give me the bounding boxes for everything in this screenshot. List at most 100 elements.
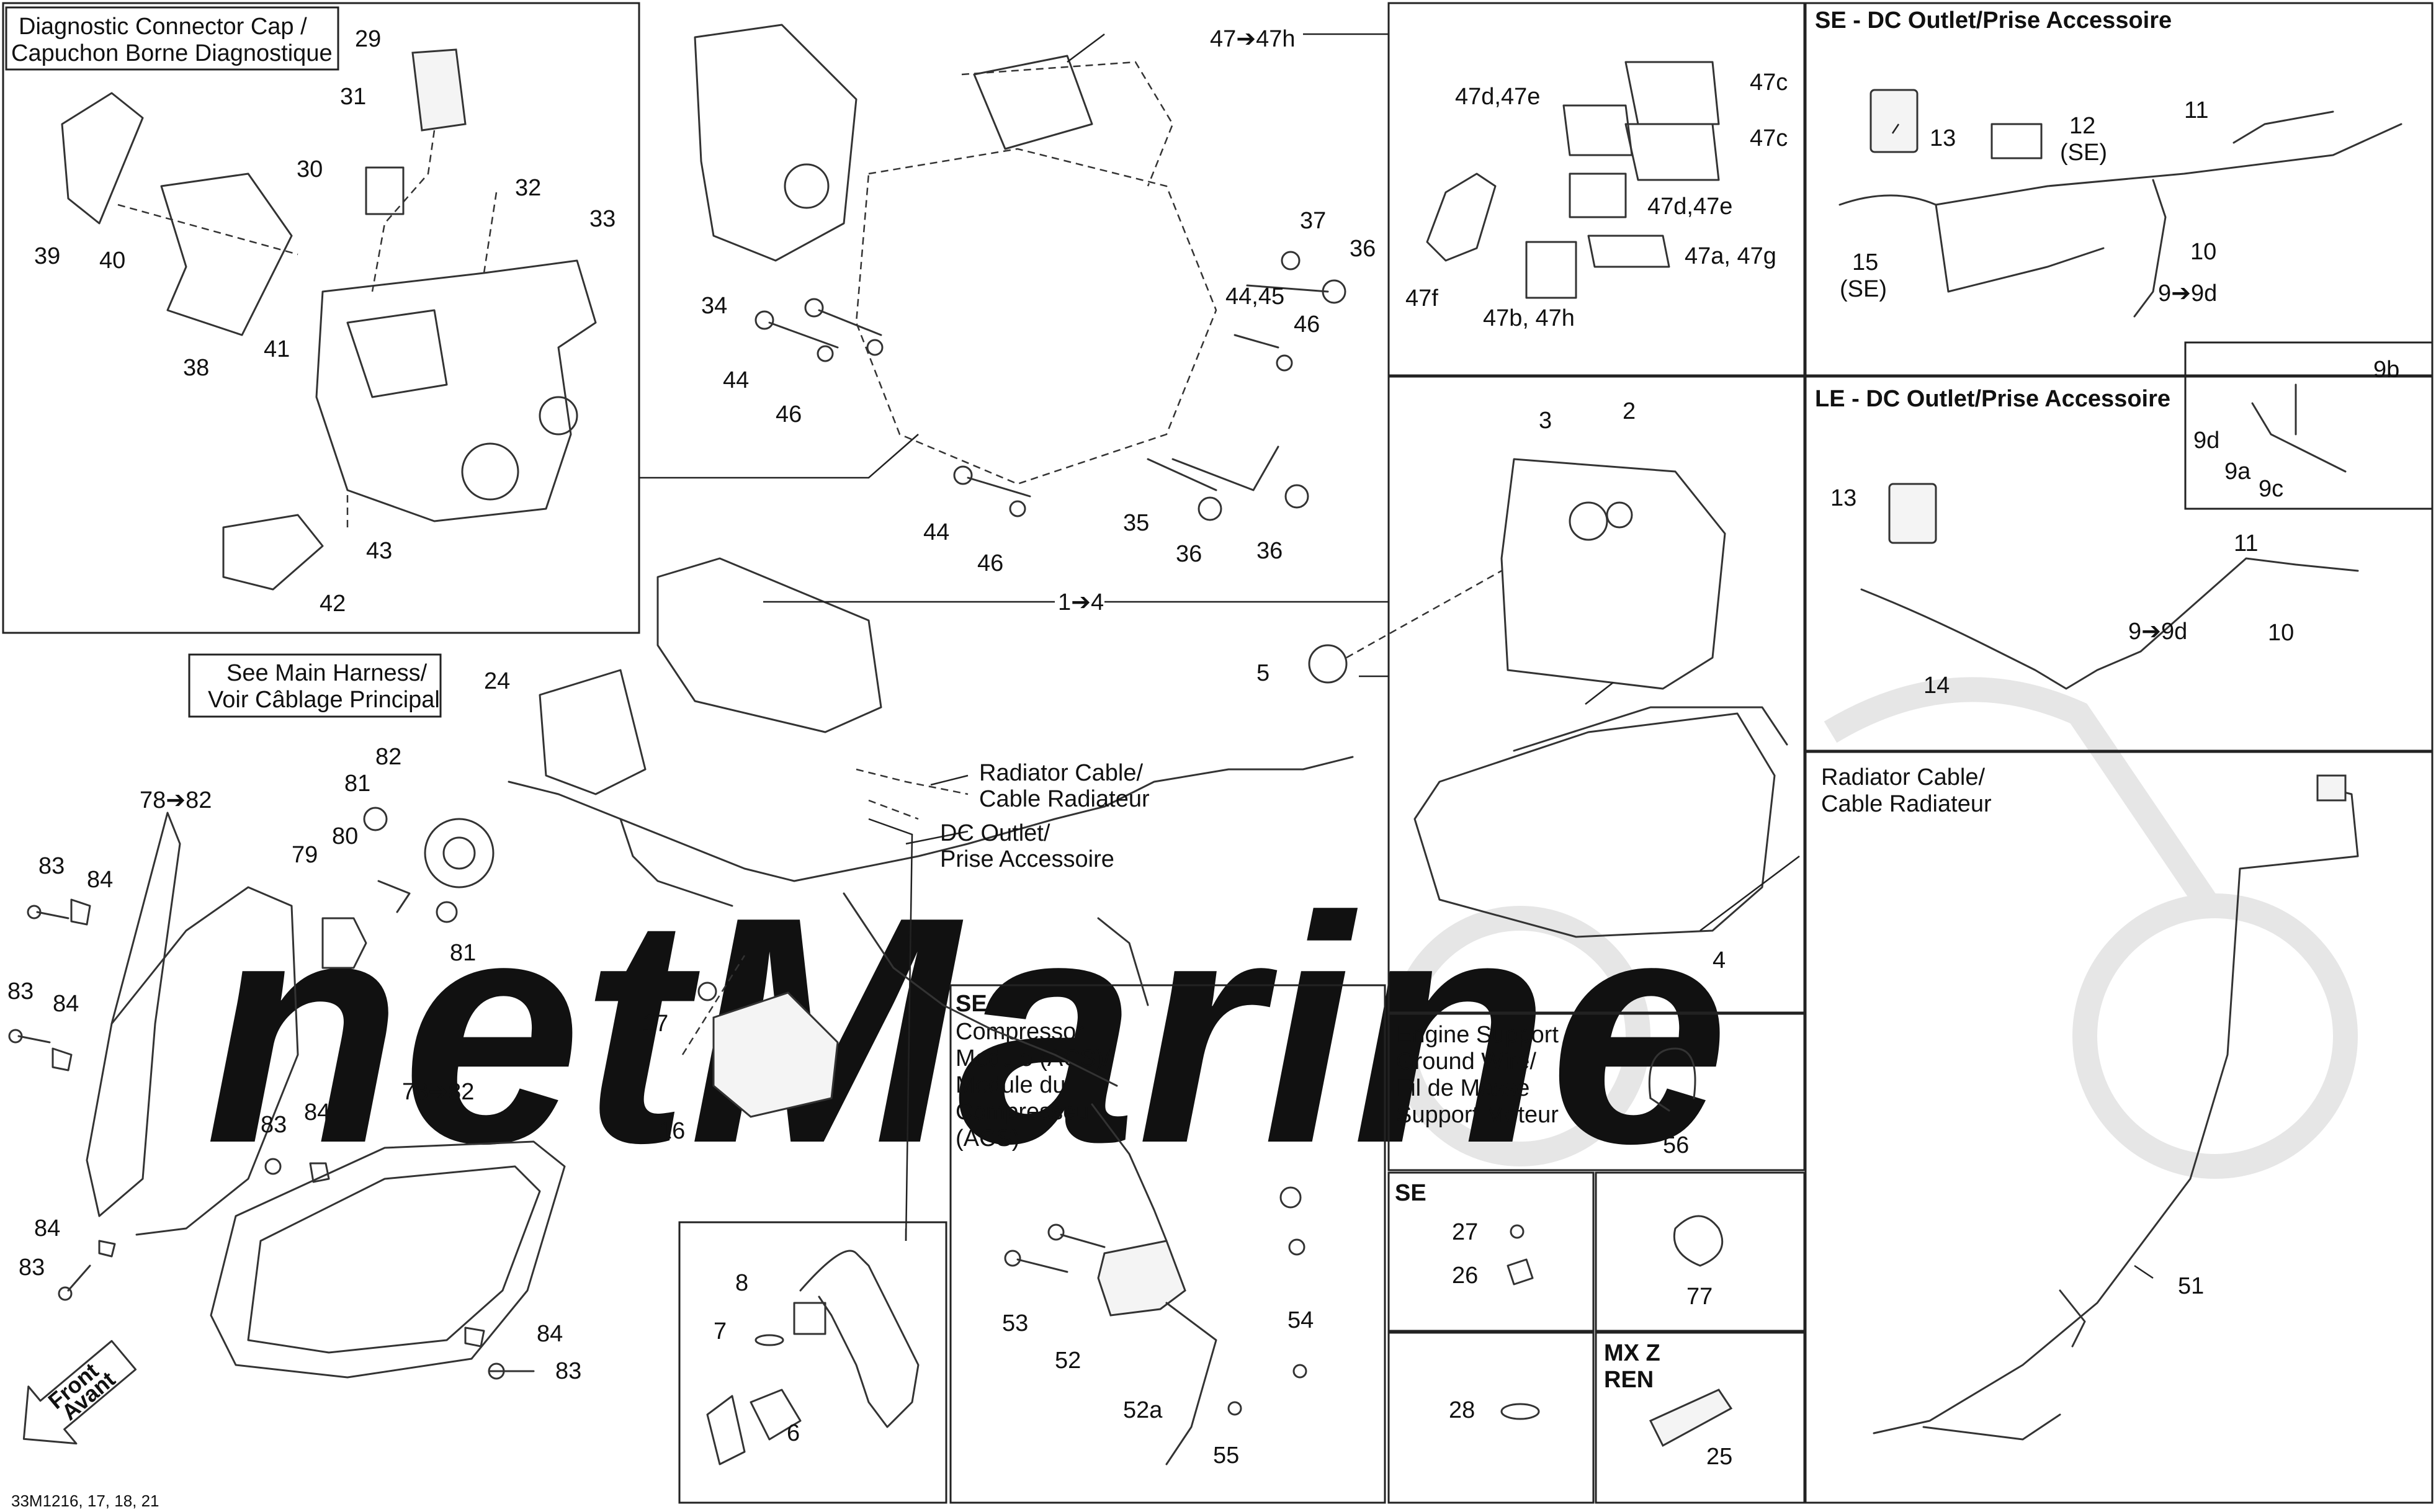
label-40: 40 — [99, 248, 125, 274]
label-83-e: 83 — [555, 1358, 581, 1384]
mxz-ren-box — [1595, 1331, 1806, 1504]
label-47b-47h: 47b, 47h — [1483, 305, 1575, 331]
diag-title-line1: Diagnostic Connector Cap / — [19, 14, 307, 40]
clamp-77 — [1673, 1215, 1724, 1267]
clamp-77-box — [1595, 1171, 1806, 1332]
ground-wire-56 — [1648, 1047, 1696, 1099]
se-small-box — [1387, 1171, 1595, 1332]
motor-34 — [694, 24, 858, 262]
label-83-d: 83 — [19, 1255, 45, 1281]
label-32: 32 — [515, 175, 541, 201]
dc-note2: Prise Accessoire — [940, 846, 1114, 872]
label-44-b: 44 — [923, 519, 949, 545]
engine-title3: Fil de Masse — [1396, 1075, 1529, 1101]
label-28: 28 — [1449, 1397, 1475, 1423]
label-84-e: 84 — [537, 1321, 563, 1347]
harness-15 — [1838, 123, 2402, 206]
label-78-82-a: 78➔82 — [140, 787, 212, 813]
main-harness — [508, 756, 1354, 882]
label-37: 37 — [1300, 208, 1326, 234]
label-83-a: 83 — [38, 853, 65, 879]
watermark: netMarine — [205, 677, 2358, 1210]
label-53: 53 — [1002, 1310, 1028, 1336]
label-44-a: 44 — [723, 367, 749, 393]
radiator-note1: Radiator Cable/ — [979, 760, 1143, 786]
label-38: 38 — [183, 355, 209, 381]
engine-title1: Engine Support — [1396, 1022, 1559, 1048]
label-79: 79 — [292, 842, 318, 868]
engine-title2: Ground Wire/ — [1396, 1049, 1536, 1075]
le-dc-title: LE - DC Outlet/Prise Accessoire — [1815, 386, 2170, 412]
label-46-c: 46 — [977, 550, 1003, 576]
part-drawings — [8, 24, 2402, 1465]
label-24: 24 — [484, 668, 510, 694]
label-15: 15 — [1852, 249, 1878, 275]
label-29: 29 — [355, 26, 381, 52]
label-7: 7 — [714, 1318, 727, 1344]
label-9b: 9b — [2373, 357, 2399, 383]
label-84-d: 84 — [34, 1215, 60, 1241]
motor-cradle — [855, 148, 1217, 485]
label-81-b: 81 — [450, 940, 476, 966]
label-2: 2 — [1623, 398, 1636, 424]
dc-outlet-13 — [1870, 89, 1919, 153]
label-82: 82 — [375, 744, 401, 770]
headlight-left — [86, 812, 181, 1217]
le-dc-outlet-box — [1804, 375, 2434, 752]
label-33: 33 — [589, 206, 616, 232]
label-25: 25 — [1706, 1444, 1732, 1470]
steering-bracket — [315, 259, 597, 522]
part-28-box — [1387, 1331, 1595, 1504]
label-9c: 9c — [2259, 476, 2283, 502]
label-11-b: 11 — [2234, 530, 2258, 557]
relay-socket — [1562, 104, 1633, 156]
label-8: 8 — [735, 1270, 748, 1296]
label-47d-47e-b: 47d,47e — [1647, 194, 1732, 220]
compressor-module-52 — [1097, 1240, 1186, 1317]
label-27: 27 — [1452, 1219, 1478, 1245]
dc-outlet-le-13 — [1888, 483, 1937, 544]
compressor-title3: Module du — [956, 1072, 1065, 1098]
spring-connector-box — [678, 1221, 947, 1504]
label-31: 31 — [340, 84, 366, 110]
label-47-47h: 47➔47h — [1210, 26, 1296, 52]
label-26: 26 — [1452, 1263, 1478, 1289]
label-84-c: 84 — [304, 1099, 330, 1125]
engine-ground-wire-box — [1387, 1013, 1806, 1171]
label-44-45: 44,45 — [1225, 284, 1284, 310]
label-34: 34 — [701, 293, 727, 319]
radiator-note2: Cable Radiateur — [979, 786, 1150, 812]
label-12: 12 — [2069, 113, 2095, 139]
label-5: 5 — [1256, 660, 1269, 686]
label-9-9d-b: 9➔9d — [2128, 619, 2187, 645]
diagnostic-cap-box — [2, 2, 640, 634]
front-arrow-icon: Front Avant — [22, 1340, 137, 1445]
label-36-b: 36 — [1176, 541, 1202, 567]
compressor-title5: (ACS) — [956, 1125, 1019, 1152]
label-15-se: (SE) — [1840, 276, 1887, 302]
mxz-title1: MX Z — [1604, 1340, 1660, 1366]
headlight-right — [210, 1140, 566, 1379]
harness-24 — [539, 669, 647, 795]
main-harness-note1: See Main Harness/ — [226, 660, 428, 686]
gauge-housing-4 — [1413, 712, 1776, 938]
label-4: 4 — [1713, 947, 1726, 973]
label-6: 6 — [787, 1420, 800, 1446]
label-52: 52 — [1055, 1348, 1081, 1374]
label-9a: 9a — [2224, 459, 2251, 485]
radiator-box-title1: Radiator Cable/ — [1821, 764, 1985, 790]
switch-12 — [1990, 123, 2043, 159]
label-39: 39 — [34, 243, 60, 269]
label-9d: 9d — [2193, 427, 2219, 454]
label-47c-a: 47c — [1750, 69, 1788, 96]
label-1-4: 1➔4 — [1058, 589, 1104, 615]
radiator-cable-box — [1804, 751, 2434, 1504]
connector-42 — [222, 514, 324, 591]
diag-title-line2: Capuchon Borne Diagnostique — [11, 40, 333, 66]
label-83-b: 83 — [7, 978, 34, 1004]
label-47a-47g: 47a, 47g — [1685, 243, 1776, 269]
label-54: 54 — [1287, 1307, 1314, 1333]
se-dc-outlet-box — [1804, 2, 2434, 377]
relay-47c-a — [1624, 61, 1720, 125]
label-41: 41 — [264, 336, 290, 362]
